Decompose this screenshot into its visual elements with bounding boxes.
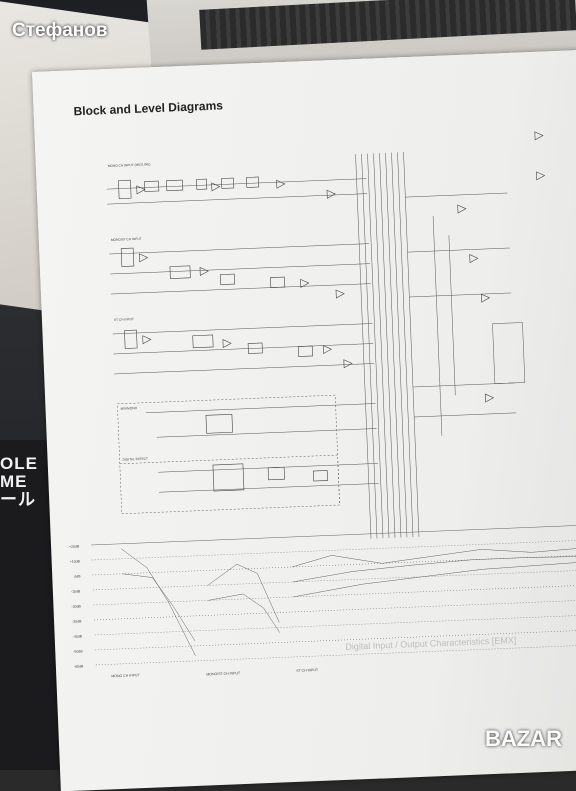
seller-watermark: Стефанов (12, 20, 108, 41)
level-label-mono-st: MONO/ST CH INPUT (206, 671, 241, 676)
level-scale-0: +20dB (69, 544, 80, 548)
level-scale-5: -30dB (72, 619, 82, 623)
level-label-st: ST CH INPUT (296, 668, 319, 673)
section-label-mono-st: MONO/ST CH INPUT (111, 237, 142, 242)
level-scale-1: +10dB (70, 559, 81, 563)
level-scale-7: -50dB (73, 649, 83, 653)
level-scale-8: -60dB (74, 664, 84, 668)
section-label-st-ch: ST CH INPUT (114, 317, 134, 322)
background-line-3: ール (0, 490, 36, 509)
level-scale-6: -40dB (73, 634, 83, 638)
level-scale-4: -20dB (71, 604, 81, 608)
level-label-mono: MONO CH INPUT (111, 673, 140, 678)
faded-heading: Digital Input / Output Characteristics [… (345, 635, 516, 652)
level-scale-2: 0dB (74, 574, 81, 578)
bazar-logo: BAZAR (485, 726, 562, 751)
level-scale-3: -10dB (71, 589, 81, 593)
block-diagram: MONO CH INPUT (MIC/LINE) MONO/ST CH INPU… (69, 131, 576, 678)
section-label-effect: DIGITAL EFFECT (123, 457, 149, 462)
background-book-text: OLE ME ール (0, 455, 38, 509)
background-line-2: ME (0, 472, 28, 491)
section-label-mono-ch: MONO CH INPUT (MIC/LINE) (108, 162, 151, 168)
section-label-mix: MIX/MONO (121, 406, 138, 411)
diagram-sheet: Block and Level Diagrams (32, 49, 576, 791)
background-line-1: OLE (0, 454, 38, 473)
